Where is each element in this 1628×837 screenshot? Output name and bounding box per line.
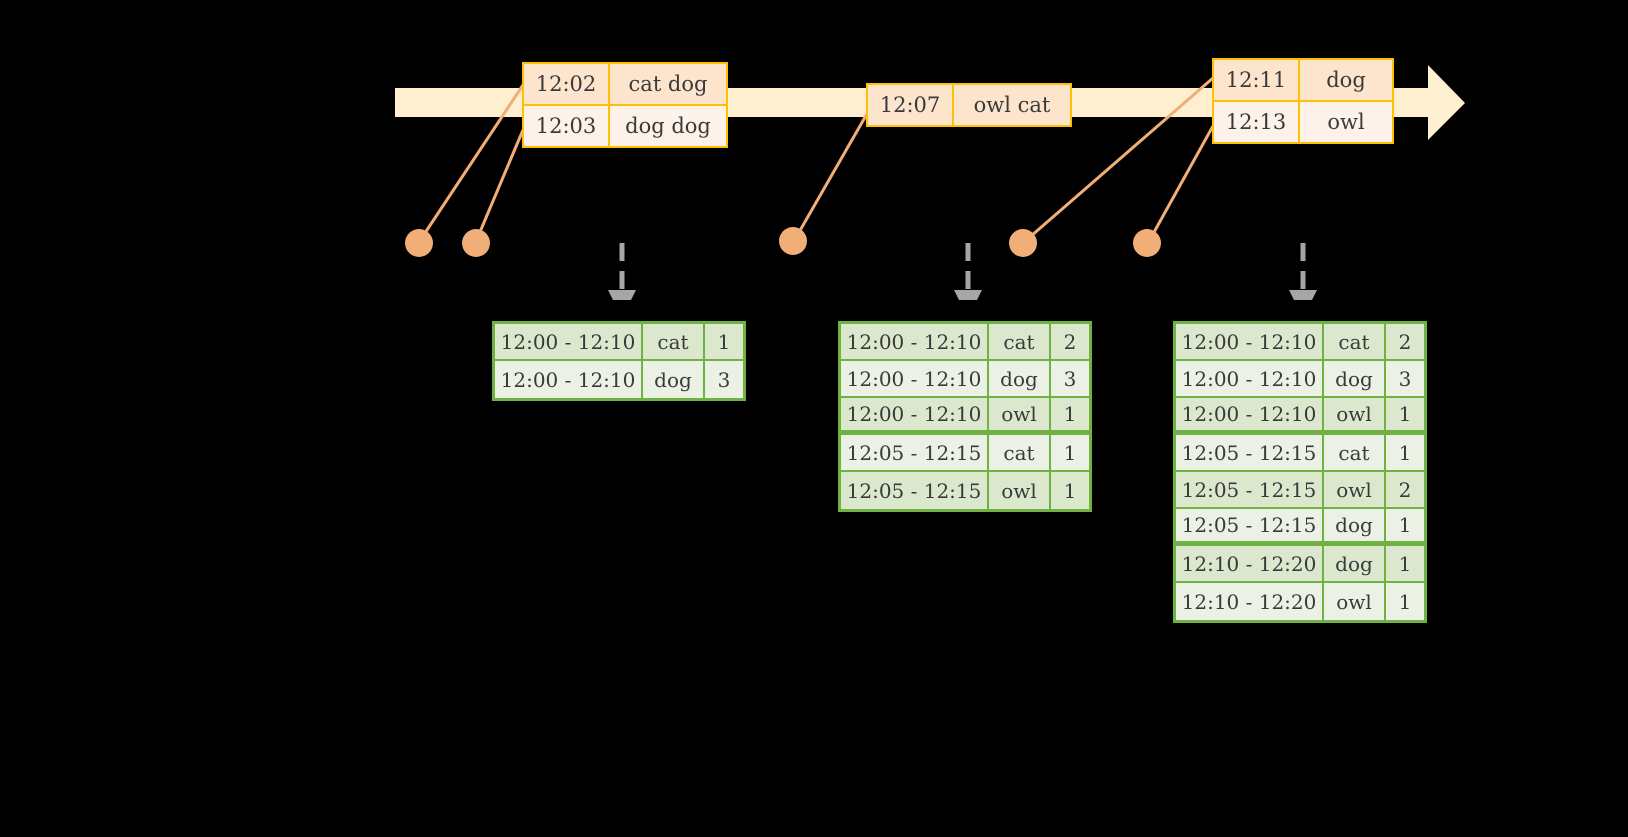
dashed-arrow-head-3 xyxy=(1289,290,1317,300)
table-row[interactable]: 12:00 - 12:10 dog 3 xyxy=(1176,361,1424,398)
key-cell: dog xyxy=(989,361,1051,396)
event-box-1[interactable]: 12:02 cat dog 12:03 dog dog xyxy=(522,62,728,148)
window-cell: 12:00 - 12:10 xyxy=(495,361,643,398)
window-cell: 12:05 - 12:15 xyxy=(841,435,989,470)
event-words: owl xyxy=(1327,110,1365,134)
window-cell: 12:00 - 12:10 xyxy=(841,361,989,396)
result-table-2[interactable]: 12:00 - 12:10 cat 2 12:00 - 12:10 dog 3 … xyxy=(838,321,1092,512)
key-cell: owl xyxy=(1324,398,1386,430)
trigger-dot-1 xyxy=(405,229,433,257)
key-cell: owl xyxy=(1324,472,1386,507)
trigger-dot-2 xyxy=(462,229,490,257)
key-cell: dog xyxy=(1324,546,1386,581)
window-cell: 12:10 - 12:20 xyxy=(1176,546,1324,581)
key-cell: cat xyxy=(989,435,1051,470)
key-cell: cat xyxy=(1324,435,1386,470)
table-row[interactable]: 12:00 - 12:10 cat 2 xyxy=(841,324,1089,361)
count-cell: 1 xyxy=(1398,440,1412,465)
table-row[interactable]: 12:05 - 12:15 owl 2 xyxy=(1176,472,1424,509)
connector-line-3 xyxy=(792,111,870,242)
event-time: 12:03 xyxy=(524,106,610,146)
window-cell: 12:05 - 12:15 xyxy=(841,472,989,509)
result-table-3[interactable]: 12:00 - 12:10 cat 2 12:00 - 12:10 dog 3 … xyxy=(1173,321,1427,623)
table-row[interactable]: 12:10 - 12:20 dog 1 xyxy=(1176,546,1424,583)
count-cell: 1 xyxy=(1063,440,1077,465)
connector-line-5 xyxy=(1146,125,1215,244)
key-cell: dog xyxy=(1324,509,1386,541)
key-cell: owl xyxy=(989,472,1051,509)
event-time: 12:02 xyxy=(524,64,610,104)
count-cell: 1 xyxy=(1063,478,1077,503)
count-cell: 3 xyxy=(1063,366,1077,391)
event-words: dog dog xyxy=(625,114,711,138)
key-cell: owl xyxy=(1324,583,1386,620)
result-table-1[interactable]: 12:00 - 12:10 cat 1 12:00 - 12:10 dog 3 xyxy=(492,321,746,401)
window-cell: 12:10 - 12:20 xyxy=(1176,583,1324,620)
window-cell: 12:05 - 12:15 xyxy=(1176,472,1324,507)
event-row[interactable]: 12:02 cat dog xyxy=(524,64,726,104)
connector-line-1 xyxy=(419,84,525,240)
trigger-dots xyxy=(405,227,1161,257)
window-cell: 12:00 - 12:10 xyxy=(1176,361,1324,396)
table-row[interactable]: 12:10 - 12:20 owl 1 xyxy=(1176,583,1424,620)
event-row[interactable]: 12:03 dog dog xyxy=(524,104,726,146)
key-cell: owl xyxy=(989,398,1051,430)
count-cell: 1 xyxy=(1398,513,1412,537)
dashed-arrow-heads xyxy=(608,290,1317,300)
key-cell: dog xyxy=(643,361,705,398)
table-row[interactable]: 12:00 - 12:10 dog 3 xyxy=(495,361,743,398)
table-row[interactable]: 12:05 - 12:15 cat 1 xyxy=(1176,435,1424,472)
connector-line-2 xyxy=(475,129,525,240)
count-cell: 1 xyxy=(1398,551,1412,576)
count-cell: 1 xyxy=(1063,402,1077,426)
count-cell: 2 xyxy=(1063,329,1077,354)
window-cell: 12:00 - 12:10 xyxy=(1176,324,1324,359)
window-cell: 12:00 - 12:10 xyxy=(495,324,643,359)
trigger-dot-3 xyxy=(779,227,807,255)
table-row[interactable]: 12:00 - 12:10 cat 2 xyxy=(1176,324,1424,361)
table-row[interactable]: 12:05 - 12:15 cat 1 xyxy=(841,435,1089,472)
trigger-dot-5 xyxy=(1133,229,1161,257)
window-cell: 12:00 - 12:10 xyxy=(841,324,989,359)
window-cell: 12:05 - 12:15 xyxy=(1176,509,1324,541)
event-row[interactable]: 12:13 owl xyxy=(1214,100,1392,142)
count-cell: 1 xyxy=(1398,589,1412,614)
event-row[interactable]: 12:11 dog xyxy=(1214,60,1392,100)
event-time: 12:07 xyxy=(868,85,954,125)
dashed-arrow-head-2 xyxy=(954,290,982,300)
table-row[interactable]: 12:00 - 12:10 dog 3 xyxy=(841,361,1089,398)
key-cell: dog xyxy=(1324,361,1386,396)
event-words: dog xyxy=(1326,68,1366,92)
timeline-graphics xyxy=(395,65,1465,300)
count-cell: 2 xyxy=(1398,477,1412,502)
dashed-arrows xyxy=(619,243,1306,296)
event-time: 12:13 xyxy=(1214,102,1300,142)
count-cell: 2 xyxy=(1398,329,1412,354)
table-row[interactable]: 12:00 - 12:10 owl 1 xyxy=(841,398,1089,435)
table-row[interactable]: 12:00 - 12:10 owl 1 xyxy=(1176,398,1424,435)
trigger-dot-4 xyxy=(1009,229,1037,257)
key-cell: cat xyxy=(989,324,1051,359)
window-cell: 12:00 - 12:10 xyxy=(1176,398,1324,430)
window-cell: 12:00 - 12:10 xyxy=(841,398,989,430)
window-cell: 12:05 - 12:15 xyxy=(1176,435,1324,470)
count-cell: 1 xyxy=(717,329,731,354)
count-cell: 3 xyxy=(1398,366,1412,391)
dashed-arrow-head-1 xyxy=(608,290,636,300)
count-cell: 1 xyxy=(1398,402,1412,426)
key-cell: cat xyxy=(643,324,705,359)
table-row[interactable]: 12:05 - 12:15 dog 1 xyxy=(1176,509,1424,546)
event-words: cat dog xyxy=(628,72,708,96)
event-box-3[interactable]: 12:11 dog 12:13 owl xyxy=(1212,58,1394,144)
table-row[interactable]: 12:00 - 12:10 cat 1 xyxy=(495,324,743,361)
table-row[interactable]: 12:05 - 12:15 owl 1 xyxy=(841,472,1089,509)
event-box-2[interactable]: 12:07 owl cat xyxy=(866,83,1072,127)
event-time: 12:11 xyxy=(1214,60,1300,100)
event-words: owl cat xyxy=(973,93,1051,117)
count-cell: 3 xyxy=(717,367,731,392)
key-cell: cat xyxy=(1324,324,1386,359)
event-row[interactable]: 12:07 owl cat xyxy=(868,85,1070,125)
